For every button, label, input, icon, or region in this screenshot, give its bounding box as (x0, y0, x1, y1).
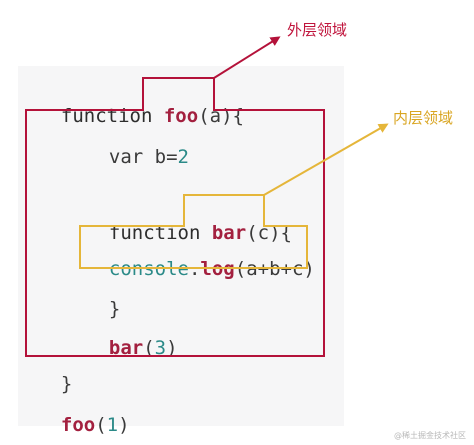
call-foo: foo (60, 414, 96, 436)
number-literal: 3 (154, 337, 167, 359)
function-args: (c){ (246, 222, 292, 244)
paren-close: ) (166, 337, 178, 359)
code-line-function-bar: function bar(c){ (86, 197, 292, 245)
keyword-function: function (108, 222, 201, 244)
code-line-call-foo: foo(1) (38, 389, 130, 437)
function-name-foo: foo (163, 105, 199, 127)
inner-scope-label: 内层领域 (393, 109, 454, 127)
closing-brace: } (108, 298, 121, 320)
code-panel (18, 66, 344, 426)
paren-open: ( (143, 337, 155, 359)
paren-close: ) (118, 414, 130, 436)
code-line-close-foo: } (38, 348, 72, 396)
code-line-close-bar: } (86, 273, 120, 321)
paren-open: ( (95, 414, 107, 436)
closing-brace: } (60, 373, 73, 395)
inner-scope-outline (79, 194, 308, 269)
call-bar: bar (108, 337, 144, 359)
inner-scope-arrow (263, 123, 389, 196)
number-literal: 1 (106, 414, 119, 436)
code-line-var-b: var b=2 (86, 121, 189, 169)
var-declaration: var b= (108, 146, 178, 168)
outer-scope-outline (25, 77, 325, 357)
code-line-call-bar: bar(3) (86, 312, 178, 360)
function-name-bar: bar (211, 222, 247, 244)
number-literal: 2 (177, 146, 189, 168)
outer-scope-label: 外层领域 (287, 21, 348, 39)
watermark: @稀土掘金技术社区 (394, 431, 466, 440)
outer-scope-arrow (213, 36, 281, 79)
